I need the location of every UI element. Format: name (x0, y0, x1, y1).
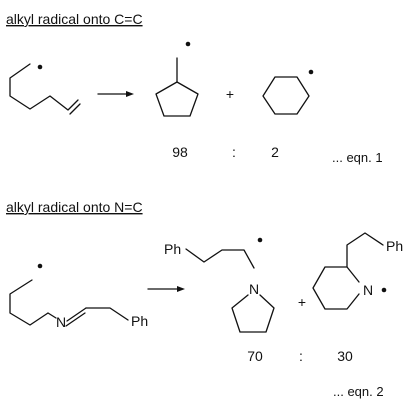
cyclopentylmethyl-radical (155, 41, 199, 117)
ratio-value-70: 70 (247, 348, 263, 364)
imine-n-label: N (56, 314, 66, 330)
piperidine-ph-label: Ph (386, 238, 403, 254)
imine-ph-label: Ph (131, 313, 148, 329)
imine-double-bond-a (66, 307, 87, 322)
piperidine-ring (312, 266, 360, 310)
imine-chain-left (9, 279, 49, 326)
hexenyl-radical (9, 63, 81, 115)
piperidine-side-chain (346, 232, 384, 268)
imine-double-bond-b (65, 312, 86, 327)
cyclohexyl-radical (262, 69, 314, 115)
ratio-value-30: 30 (337, 348, 353, 364)
plus-sign-1: + (226, 86, 234, 102)
imine-chain-right (85, 307, 129, 321)
plus-sign-2: + (298, 294, 306, 310)
piperidine-product: Ph N (312, 232, 403, 310)
piperidine-n-label: N (363, 282, 373, 298)
heading-nc: alkyl radical onto N=C (6, 199, 143, 215)
alkene-second-line (69, 103, 81, 115)
radical-dot-hexenyl (37, 64, 43, 70)
reaction-arrow-1 (97, 91, 134, 97)
hexenyl-chain (9, 63, 79, 111)
equation-label-1: ... eqn. 1 (332, 150, 383, 165)
pyrrolidine-ph-label: Ph (164, 241, 181, 257)
equation-label-2: ... eqn. 2 (333, 384, 384, 399)
ratio-separator-1: : (232, 144, 236, 160)
radical-dot-imine (37, 263, 43, 269)
cyclohexane-ring (262, 76, 310, 115)
imine-radical: N Ph (9, 263, 148, 330)
c-n-bond (47, 312, 57, 319)
radical-dot-piperidine (381, 287, 387, 293)
cyclopentane-ring (155, 81, 199, 117)
radical-dot-pyrrolidine (257, 237, 263, 243)
heading-cc: alkyl radical onto C=C (6, 11, 143, 27)
pyrrolidine-n-label: N (249, 281, 259, 297)
radical-dot-methyl (185, 41, 191, 47)
reaction-arrow-2 (147, 286, 185, 292)
pyrrolidine-side-chain (185, 248, 255, 269)
pyrrolidine-product: Ph N (164, 237, 275, 333)
radical-dot-cyclohexyl (308, 69, 314, 75)
ratio-separator-2: : (299, 348, 303, 364)
ratio-value-2: 2 (271, 144, 279, 160)
pyrrolidine-ring (231, 294, 275, 333)
ratio-value-98: 98 (172, 144, 188, 160)
